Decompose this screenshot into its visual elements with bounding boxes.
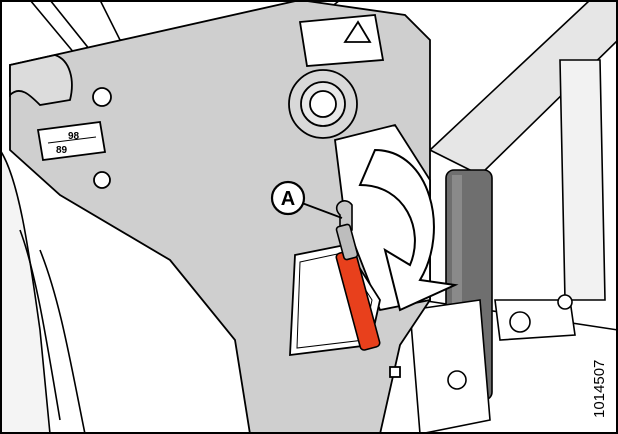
square-hole: [389, 366, 401, 378]
left-post: [0, 148, 51, 434]
main-panel: [9, 0, 431, 434]
lower-plate: [409, 299, 491, 434]
callout-circle: [270, 180, 306, 216]
warning-decal: [298, 14, 385, 67]
decal-markings: 98 89: [47, 131, 97, 156]
decal-plate: [36, 120, 107, 162]
lever-shaft: [335, 223, 359, 261]
decal-top-value: 98: [68, 131, 80, 142]
panel-hole-upper: [92, 87, 112, 107]
left-post-edge-2: [39, 249, 86, 434]
figure-id: 1014507: [591, 360, 608, 418]
lever-ring: [335, 200, 353, 231]
left-tab: [9, 54, 73, 106]
callout-leader: [301, 202, 343, 219]
lock-lever: [335, 200, 381, 351]
callout-a: A: [270, 180, 343, 219]
panel-hole-lower: [93, 171, 111, 189]
warning-triangle-icon: [343, 20, 372, 43]
right-bolt: [509, 311, 531, 333]
pivot-bolt: [309, 90, 337, 118]
rotation-arrow-icon: [358, 148, 459, 312]
right-nut: [557, 294, 573, 310]
callout-letter: A: [281, 188, 295, 210]
lower-plate-hole: [447, 370, 467, 390]
decal-bottom-value: 89: [56, 145, 68, 156]
left-post-edge: [19, 229, 61, 421]
right-upright: [559, 59, 606, 301]
